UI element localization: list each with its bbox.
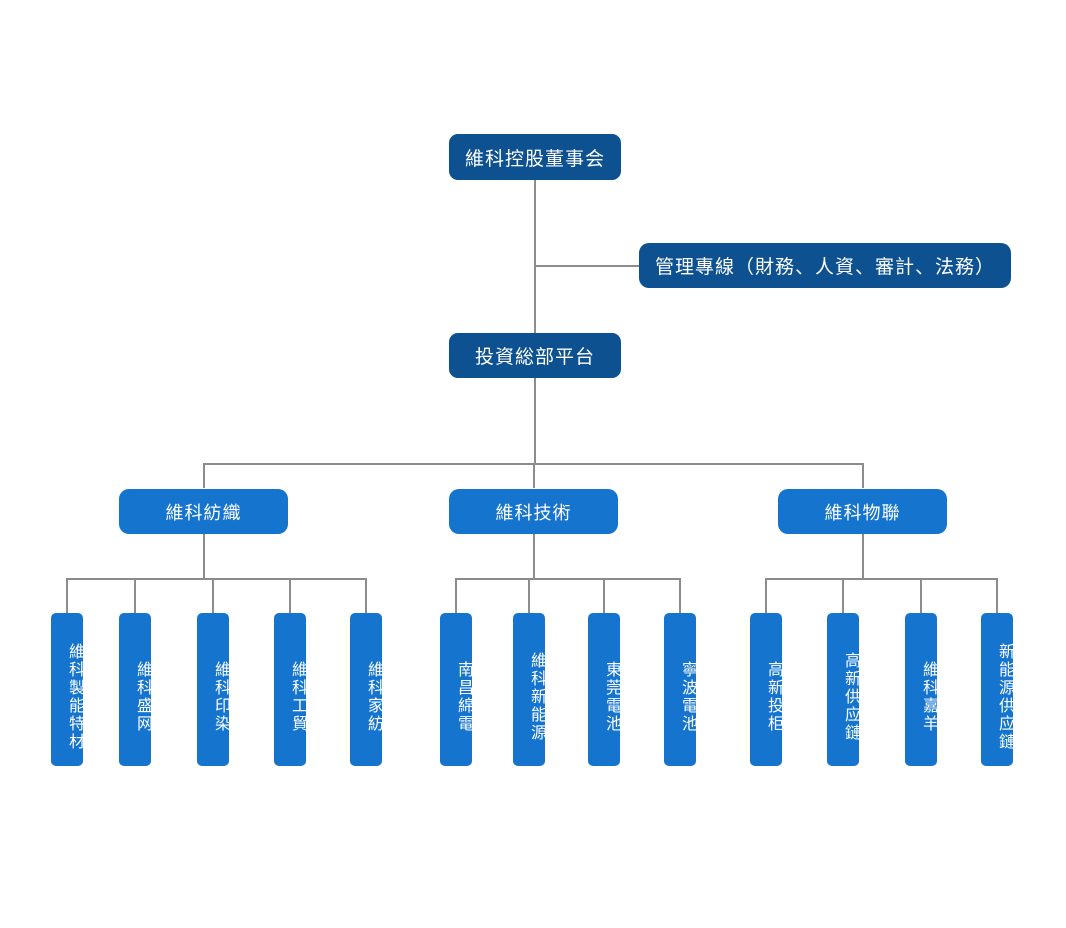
connector-drop-division-1 (203, 463, 205, 488)
node-leaf-iot-1[interactable]: 高新投柜 (750, 613, 782, 766)
node-leaf-technology-1[interactable]: 南昌綿電 (440, 613, 472, 766)
node-management-staff-line[interactable]: 管理專線（財務、人資、審計、法務） (639, 243, 1011, 288)
connector-division1-stem (203, 534, 205, 579)
node-leaf-iot-3[interactable]: 維科嘉羊 (905, 613, 937, 766)
connector-drop-leaf-2-4 (679, 578, 681, 613)
node-leaf-iot-4[interactable]: 新能源供应鏈 (981, 613, 1013, 766)
connector-drop-leaf-1-2 (134, 578, 136, 613)
connector-group3-bus (765, 578, 998, 580)
connector-division2-stem (533, 534, 535, 579)
node-leaf-textile-2[interactable]: 維科盛网 (119, 613, 151, 766)
connector-group1-bus (66, 578, 366, 580)
connector-drop-division-3 (862, 463, 864, 488)
connector-staff-line (534, 265, 640, 267)
node-leaf-technology-4[interactable]: 寧波電池 (664, 613, 696, 766)
connector-division3-stem (862, 534, 864, 579)
node-leaf-iot-2[interactable]: 高新供应鏈 (827, 613, 859, 766)
node-root-board[interactable]: 維科控股董事会 (449, 134, 621, 180)
connector-drop-leaf-3-1 (765, 578, 767, 613)
connector-drop-leaf-2-1 (455, 578, 457, 613)
connector-platform-trunk (534, 378, 536, 464)
node-investment-platform[interactable]: 投資総部平台 (449, 333, 621, 378)
node-division-technology[interactable]: 維科技術 (449, 489, 618, 534)
connector-drop-leaf-3-2 (842, 578, 844, 613)
node-leaf-textile-3[interactable]: 維科印染 (197, 613, 229, 766)
connector-drop-leaf-3-4 (996, 578, 998, 613)
connector-group2-bus (455, 578, 680, 580)
connector-drop-leaf-3-3 (920, 578, 922, 613)
node-leaf-textile-5[interactable]: 維科家紡 (350, 613, 382, 766)
connector-drop-leaf-1-3 (212, 578, 214, 613)
node-leaf-technology-3[interactable]: 東莞電池 (588, 613, 620, 766)
connector-drop-leaf-1-5 (365, 578, 367, 613)
connector-drop-leaf-1-1 (66, 578, 68, 613)
connector-drop-leaf-1-4 (289, 578, 291, 613)
node-leaf-technology-2[interactable]: 維科新能源 (513, 613, 545, 766)
connector-drop-leaf-2-2 (528, 578, 530, 613)
node-division-textile[interactable]: 維科紡織 (119, 489, 288, 534)
node-leaf-textile-1[interactable]: 維科製能特材 (51, 613, 83, 766)
connector-drop-leaf-2-3 (603, 578, 605, 613)
node-division-iot[interactable]: 維科物聯 (778, 489, 947, 534)
connector-root-to-platform (534, 180, 536, 335)
node-leaf-textile-4[interactable]: 維科工貿 (274, 613, 306, 766)
connector-drop-division-2 (533, 463, 535, 488)
